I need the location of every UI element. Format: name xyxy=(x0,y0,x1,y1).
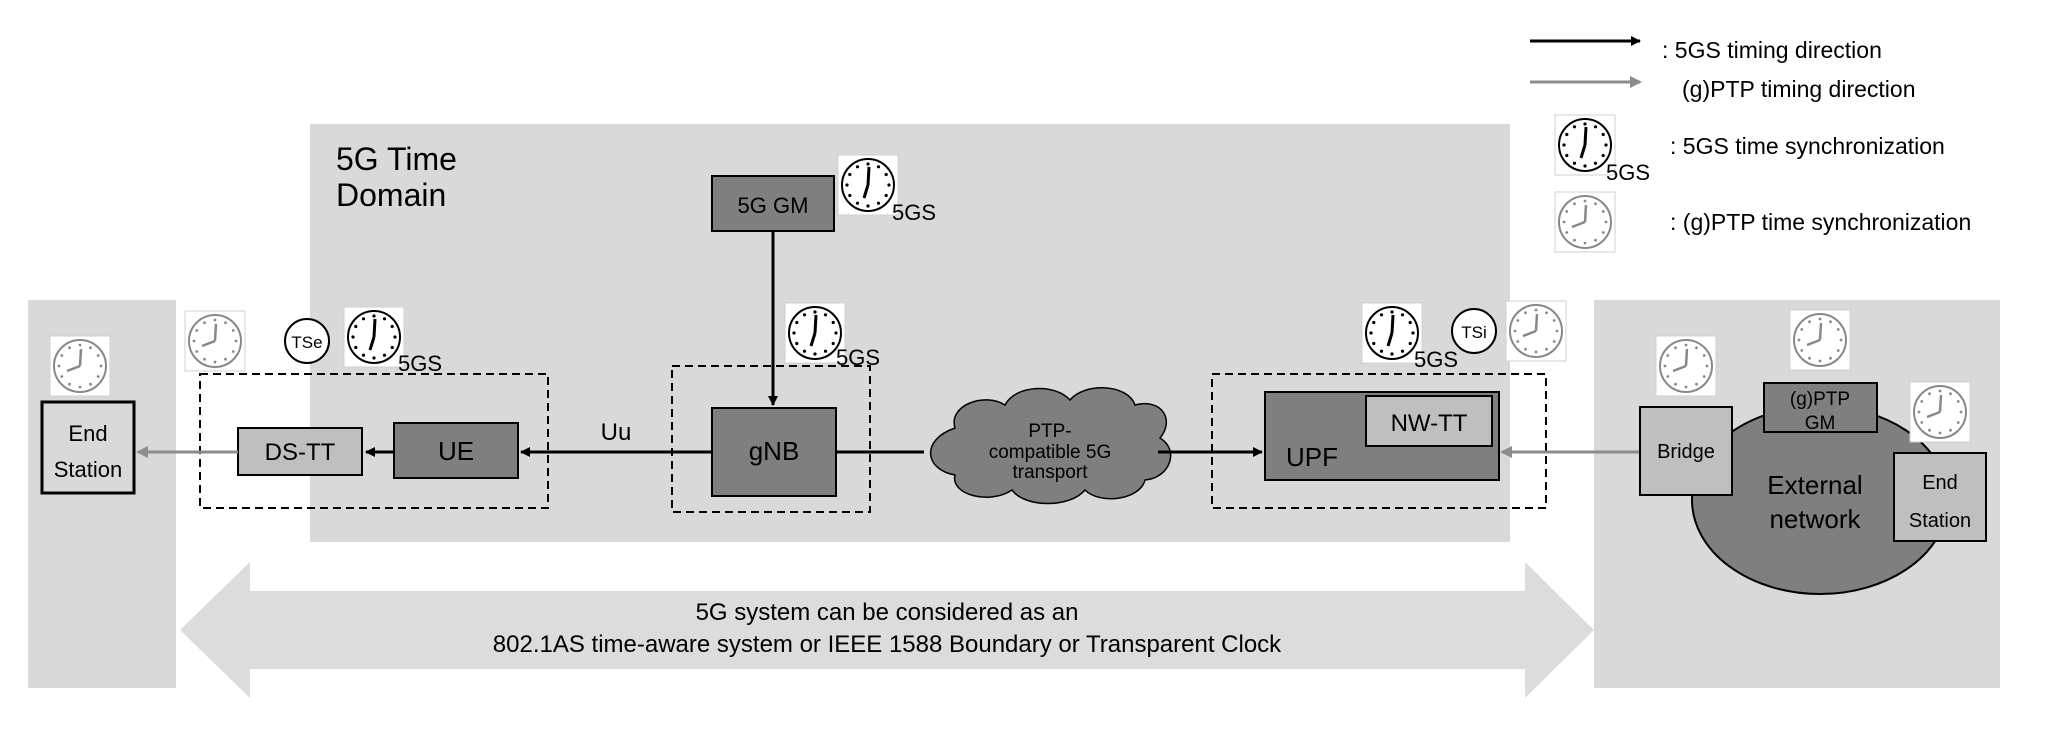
upf-label: UPF xyxy=(1286,442,1338,472)
gptp-gm-line-1: (g)PTP xyxy=(1790,389,1850,410)
banner-line-2: 802.1AS time-aware system or IEEE 1588 B… xyxy=(493,631,1282,658)
gptp-gm-line-2: GM xyxy=(1805,413,1836,434)
ue-5gs-clock-icon xyxy=(342,305,406,369)
tsi-badge xyxy=(1451,308,1497,354)
gnb-clock-sub: 5GS xyxy=(836,345,880,370)
gm-clock-sub: 5GS xyxy=(892,200,936,225)
domain-title-line-1: 5G Time xyxy=(336,141,457,177)
right-end-station-line-2: Station xyxy=(1909,510,1971,532)
gnb-node xyxy=(711,407,837,497)
legend-5gs-direction-text: : 5GS timing direction xyxy=(1662,37,1882,63)
external-network-line-2: network xyxy=(1769,504,1861,534)
cloud-line-3: transport xyxy=(1013,462,1089,483)
right-end-station-node xyxy=(1893,452,1987,542)
legend-5gs-clock-sub: 5GS xyxy=(1606,160,1650,185)
bridge-label: Bridge xyxy=(1657,441,1715,463)
ue-ptp-clock-icon xyxy=(183,309,247,373)
nwtt-node xyxy=(1365,395,1493,447)
gnb-group-box xyxy=(671,365,871,513)
upf-ptp-clock-icon xyxy=(1504,299,1568,363)
gptp-gm-node xyxy=(1763,382,1878,433)
bridge-node xyxy=(1639,406,1733,496)
tsi-label: TSi xyxy=(1461,323,1487,342)
ue-clock-sub: 5GS xyxy=(398,351,442,376)
legend-ptp-clock-icon xyxy=(1553,190,1617,254)
legend-gptp-direction-text: (g)PTP timing direction xyxy=(1682,76,1916,102)
legend-gptp-sync-text: : (g)PTP time synchronization xyxy=(1670,209,1971,235)
gnb-label: gNB xyxy=(749,436,800,466)
left-end-station-ptp-clock-icon xyxy=(48,334,112,398)
bridge-ptp-clock-icon xyxy=(1654,334,1718,398)
system-banner-arrow xyxy=(180,562,1594,698)
gptp-gm-ptp-clock-icon xyxy=(1788,308,1852,372)
nwtt-label: NW-TT xyxy=(1391,410,1468,437)
upf-5gs-clock-icon xyxy=(1360,301,1424,365)
gm-node xyxy=(711,175,835,232)
ue-label: UE xyxy=(438,436,474,466)
external-network-line-1: External xyxy=(1767,470,1862,500)
right-end-station-ptp-clock-icon xyxy=(1908,380,1972,444)
ptp-transport-cloud xyxy=(929,387,1172,505)
gm-label: 5G GM xyxy=(738,193,809,218)
legend-5gs-sync-text: : 5GS time synchronization xyxy=(1670,133,1945,159)
banner-line-1: 5G system can be considered as an xyxy=(696,599,1079,626)
left-end-station-node xyxy=(40,400,136,495)
domain-title-line-2: Domain xyxy=(336,177,446,213)
tse-badge xyxy=(284,318,330,364)
dstt-label: DS-TT xyxy=(265,439,336,466)
left-end-station-line-2: Station xyxy=(54,457,123,482)
cloud-line-2: compatible 5G xyxy=(989,442,1112,463)
cloud-line-1: PTP- xyxy=(1028,421,1071,442)
left-end-station-line-1: End xyxy=(68,421,107,446)
tse-label: TSe xyxy=(291,333,322,352)
ue-group-box xyxy=(199,373,549,509)
uu-label: Uu xyxy=(601,419,632,446)
gm-5gs-clock-icon xyxy=(836,153,900,217)
right-end-station-line-1: End xyxy=(1922,472,1958,494)
upf-clock-sub: 5GS xyxy=(1414,347,1458,372)
